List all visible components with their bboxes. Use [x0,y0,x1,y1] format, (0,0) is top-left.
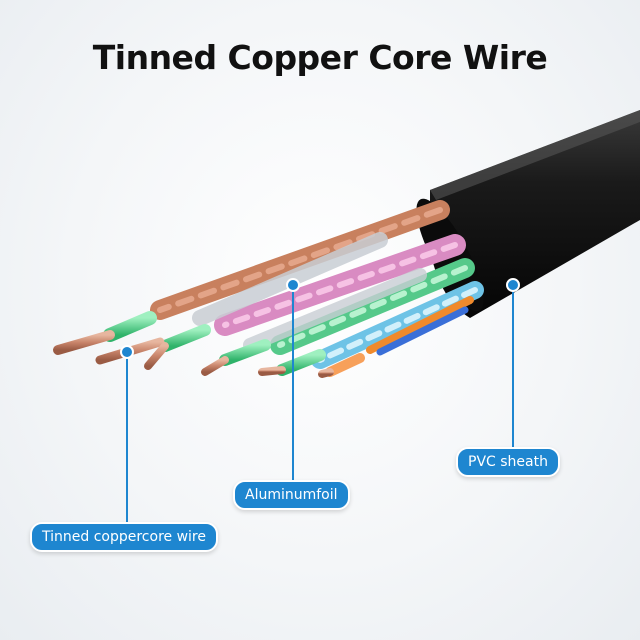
tinned-copper-label: Tinned coppercore wire [30,522,218,552]
aluminum-foil-label: Aluminumfoil [233,480,350,510]
pvc-sheath-label: PVC sheath [456,447,560,477]
page-title: Tinned Copper Core Wire [92,38,548,77]
callout-leaders [120,278,520,524]
